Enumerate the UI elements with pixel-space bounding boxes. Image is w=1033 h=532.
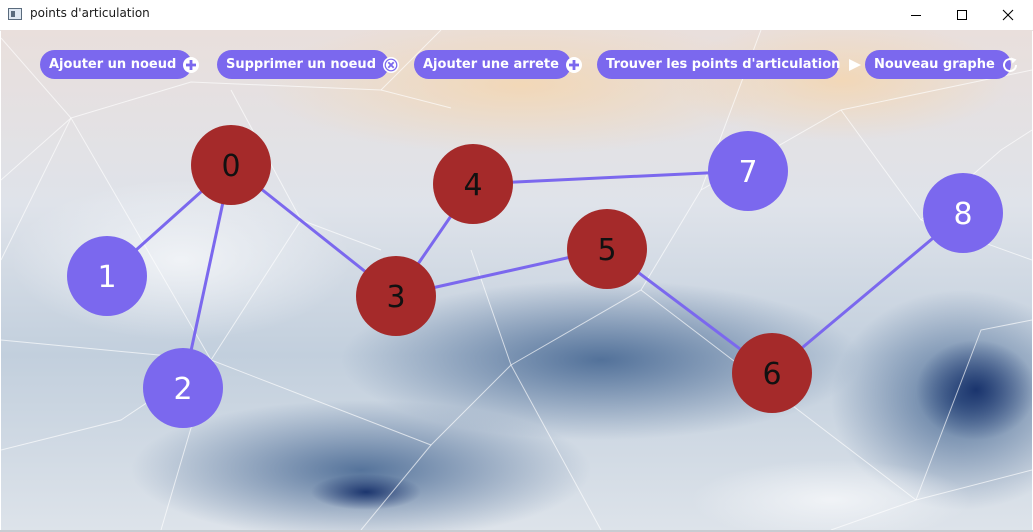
node-label: 1 <box>97 260 116 295</box>
minimize-button[interactable] <box>893 0 939 30</box>
articulation-node-circle[interactable] <box>356 256 436 336</box>
window-title: points d'articulation <box>30 6 150 20</box>
maximize-icon <box>957 10 967 20</box>
minimize-icon <box>911 15 921 16</box>
node-label: 2 <box>173 372 192 407</box>
add-edge-button[interactable]: Ajouter une arrete <box>414 50 582 79</box>
window-bottom-edge <box>0 530 1033 532</box>
graph-node-4[interactable]: 4 <box>433 144 513 224</box>
node-circle[interactable] <box>143 348 223 428</box>
maximize-button[interactable] <box>939 0 985 30</box>
articulation-node-circle[interactable] <box>191 125 271 205</box>
node-label: 3 <box>386 280 405 315</box>
graph-canvas[interactable]: 0 1 2 3 4 5 6 7 8 Ajouter un noeud Supprimer un … <box>1 30 1032 530</box>
new-graph-label: Nouveau graphe <box>874 57 995 72</box>
edge-6-8[interactable] <box>771 211 964 375</box>
title-bar[interactable]: points d'articulation <box>0 0 1033 31</box>
graph-node-8[interactable]: 8 <box>923 173 1003 253</box>
add-edge-label: Ajouter une arrete <box>423 57 559 72</box>
node-circle[interactable] <box>67 236 147 316</box>
graph-node-1[interactable]: 1 <box>67 236 147 316</box>
node-label: 8 <box>953 197 972 232</box>
graph-node-7[interactable]: 7 <box>708 131 788 211</box>
plus-circle-icon <box>565 56 582 73</box>
node-circle[interactable] <box>923 173 1003 253</box>
nodes-layer: 0 1 2 3 4 5 6 7 8 <box>67 125 1003 428</box>
remove-circle-icon <box>383 56 399 73</box>
node-circle[interactable] <box>708 131 788 211</box>
node-label: 0 <box>221 149 240 184</box>
new-graph-button[interactable]: Nouveau graphe <box>865 50 1017 79</box>
graph-node-2[interactable]: 2 <box>143 348 223 428</box>
graph-node-3[interactable]: 3 <box>356 256 436 336</box>
graph-view[interactable]: 0 1 2 3 4 5 6 7 8 <box>1 30 1032 530</box>
find-articulation-points-button[interactable]: Trouver les points d'articulation <box>597 50 862 79</box>
articulation-node-circle[interactable] <box>433 144 513 224</box>
close-button[interactable] <box>985 0 1031 30</box>
find-articulation-points-label: Trouver les points d'articulation <box>606 57 841 72</box>
plus-circle-icon <box>183 56 200 73</box>
delete-node-label: Supprimer un noeud <box>226 57 376 72</box>
close-icon <box>1002 9 1014 21</box>
graph-node-0[interactable]: 0 <box>191 125 271 205</box>
node-label: 4 <box>463 168 482 203</box>
background-image <box>1 30 1032 530</box>
node-label: 7 <box>738 155 757 190</box>
delete-node-button[interactable]: Supprimer un noeud <box>217 50 399 79</box>
add-node-label: Ajouter un noeud <box>49 57 177 72</box>
graph-node-6[interactable]: 6 <box>732 333 812 413</box>
articulation-node-circle[interactable] <box>567 209 647 289</box>
articulation-node-circle[interactable] <box>732 333 812 413</box>
refresh-icon <box>1002 57 1017 72</box>
edge-4-7[interactable] <box>472 169 749 186</box>
app-icon <box>8 8 22 20</box>
node-label: 6 <box>762 357 781 392</box>
play-icon <box>849 58 862 71</box>
graph-node-5[interactable]: 5 <box>567 209 647 289</box>
node-label: 5 <box>597 233 616 268</box>
add-node-button[interactable]: Ajouter un noeud <box>40 50 200 79</box>
